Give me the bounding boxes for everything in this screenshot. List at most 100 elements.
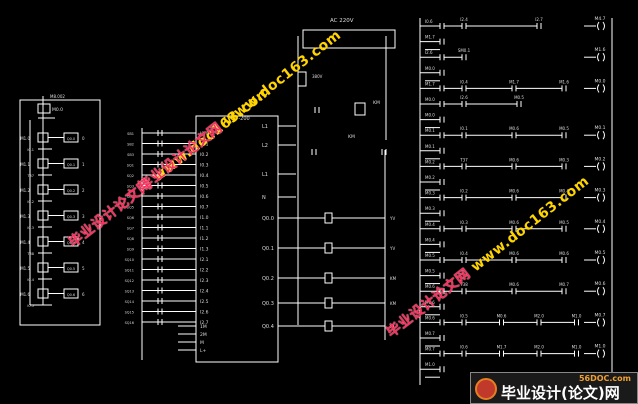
rung-coil-21-r xyxy=(602,349,605,358)
output-tag-2: KM xyxy=(390,276,397,281)
rung-21-contact-label-2: M2.0 xyxy=(534,345,544,350)
rung-4-contact-label-0: I0.4 xyxy=(460,79,468,84)
rung-coil-9-l xyxy=(597,162,600,171)
logo-text: 毕业设计(论文)网 xyxy=(501,384,620,402)
sfc-action-4 xyxy=(63,236,79,247)
input-tag-5: SQ3 xyxy=(127,185,134,189)
plc-power-0: L1 xyxy=(262,124,268,130)
input-tag-13: SQ11 xyxy=(125,269,134,273)
rung-left-label-16: M0.5 xyxy=(425,269,435,274)
rung-left-label-10: M0.2 xyxy=(425,175,435,180)
supply-fuse-label: 380V xyxy=(312,74,323,79)
rung-left-label-18: M0.6 xyxy=(425,300,435,305)
rung-17-contact-label-0: T38 xyxy=(459,282,468,287)
sfc-action-label-2: Q0.2 xyxy=(67,189,75,193)
rung-0-contact-label-0: I2.4 xyxy=(460,17,468,22)
sfc-step-label-0: M1.0 xyxy=(20,136,30,141)
rung-coil-label-4: M0.0 xyxy=(594,78,605,84)
rung-17-contact-label-2: M0.7 xyxy=(559,282,569,287)
sfc-transition-label-2: I0.2 xyxy=(27,200,34,204)
rung-5-contact-label-0: I2.6 xyxy=(460,95,468,100)
rung-9-contact-label-0: T37 xyxy=(459,157,468,162)
rung-coil-19-r xyxy=(602,318,605,327)
sfc-transition-label-0: I0.1 xyxy=(27,148,34,152)
rung-coil-17-l xyxy=(597,286,600,296)
rung-coil-label-7: M0.1 xyxy=(594,125,605,131)
rung-coil-19-l xyxy=(597,318,600,327)
sfc-transition-label-3: I0.3 xyxy=(27,226,34,230)
input-label-17: I2.6 xyxy=(200,310,209,316)
input-label-16: I2.5 xyxy=(200,299,209,305)
rung-coil-label-2: M1.6 xyxy=(594,47,605,53)
rung-9-contact-label-1: M0.6 xyxy=(509,157,519,162)
sfc-action-tag-5: 5 xyxy=(82,266,85,271)
output-load-2 xyxy=(324,272,333,284)
sfc-action-label-1: Q0.1 xyxy=(67,163,75,167)
sfc-action-6 xyxy=(63,288,79,299)
rung-11-contact-label-2: M0.4 xyxy=(559,189,569,194)
rung-coil-label-19: M0.7 xyxy=(594,312,605,318)
input-tag-2: SB3 xyxy=(127,153,134,157)
site-logo-badge: 56DOC.com 毕业设计(论文)网 xyxy=(470,372,638,404)
rung-19-contact-label-0: I0.5 xyxy=(460,313,468,318)
rung-0-contact-label-1: I2.7 xyxy=(535,17,543,22)
plc-common-2: M xyxy=(200,340,204,346)
input-tag-1: SB2 xyxy=(127,143,134,147)
sfc-transition-label-6: I0.5 xyxy=(27,304,34,308)
rung-19-contact-label-3: M1.0 xyxy=(572,313,582,318)
rung-coil-0-r xyxy=(602,21,605,31)
input-label-1: I0.1 xyxy=(200,142,209,148)
input-tag-4: SQ2 xyxy=(127,174,134,178)
rung-17-contact-label-1: M0.6 xyxy=(509,282,519,287)
input-label-10: I1.2 xyxy=(200,236,209,242)
sfc-action-tag-4: 4 xyxy=(82,240,85,245)
sfc-action-label-5: Q0.5 xyxy=(67,267,75,271)
plc-power-1: L2 xyxy=(262,143,268,149)
rung-coil-4-r xyxy=(602,84,605,93)
supply-contactor-label: KM xyxy=(348,134,355,140)
rung-7-contact-label-0: I0.1 xyxy=(460,126,468,131)
input-tag-6: SQ4 xyxy=(127,195,135,199)
output-tag-4: HL xyxy=(390,324,396,329)
rung-4-contact-label-2: M1.6 xyxy=(559,79,569,84)
input-label-9: I1.1 xyxy=(200,226,209,232)
supply-voltage: AC 220V xyxy=(330,18,354,24)
rung-19-contact-label-2: M2.0 xyxy=(534,313,544,318)
rung-coil-label-15: M0.5 xyxy=(594,250,605,256)
rung-left-label-15: M0.5 xyxy=(425,253,435,258)
rung-15-contact-label-0: I0.4 xyxy=(460,251,468,256)
plc-model-label: S7-200 xyxy=(232,116,250,122)
rung-left-label-8: M0.1 xyxy=(425,144,435,149)
rung-coil-label-0: M4.7 xyxy=(594,16,605,22)
rung-coil-2-l xyxy=(597,52,600,62)
sfc-transition-label-5: I0.4 xyxy=(27,278,34,282)
rung-coil-label-9: M0.2 xyxy=(594,156,605,162)
rung-4-contact-label-1: M1.7 xyxy=(509,79,519,84)
rung-21-contact-label-3: M1.0 xyxy=(572,345,582,350)
sfc-step-label-4: M1.4 xyxy=(20,240,30,245)
rung-coil-2-r xyxy=(602,52,605,62)
rung-left-label-12: M0.3 xyxy=(425,206,435,211)
rung-coil-11-l xyxy=(597,193,600,202)
rung-coil-0-l xyxy=(597,21,600,31)
sfc-action-tag-1: 1 xyxy=(82,162,85,167)
input-label-11: I1.3 xyxy=(200,247,209,253)
rung-left-label-1: M1.7 xyxy=(425,35,435,40)
input-label-8: I1.0 xyxy=(200,215,209,221)
sfc-action-tag-6: 6 xyxy=(82,292,85,297)
output-tag-0: YV xyxy=(389,216,395,221)
input-tag-11: SQ9 xyxy=(127,248,134,252)
supply-coil xyxy=(354,102,366,116)
supply-fuse xyxy=(297,71,307,87)
input-tag-3: SQ1 xyxy=(127,164,134,168)
output-label-3: Q0.3 xyxy=(262,301,274,307)
rung-left-label-6: M0.0 xyxy=(425,113,435,118)
sfc-action-0 xyxy=(63,132,79,143)
rung-left-label-3: M0.0 xyxy=(425,66,435,71)
rung-coil-label-21: M1.0 xyxy=(594,344,605,350)
rung-coil-11-r xyxy=(602,193,605,202)
input-tag-7: SQ5 xyxy=(127,206,134,210)
rung-13-contact-label-0: I0.3 xyxy=(460,220,468,225)
